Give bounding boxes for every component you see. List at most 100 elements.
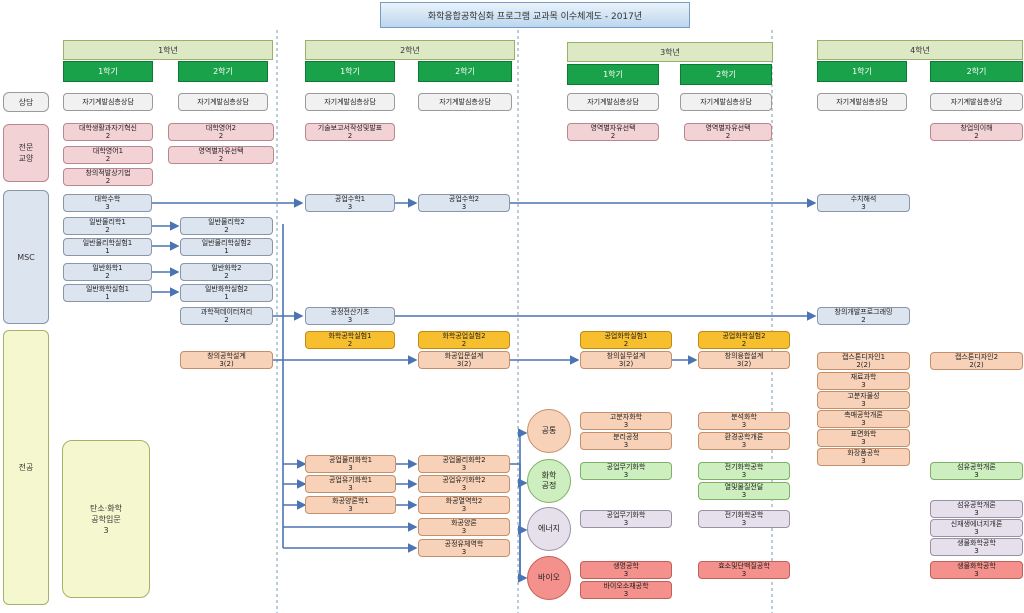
- course-name: 공업유기화학1: [328, 476, 373, 484]
- course-counsel[interactable]: 자기계발심층상담: [305, 93, 395, 111]
- course-credit: 3(2): [219, 360, 234, 368]
- course-credit: 3: [348, 484, 353, 492]
- course-name: 창의적발상기법: [85, 169, 131, 177]
- course-credit: 3: [348, 505, 353, 513]
- track-label: 공통: [541, 426, 557, 435]
- course-name: 전기화학공학: [724, 463, 764, 471]
- course-credit: 3: [103, 525, 109, 535]
- course-name: 신재생에너지개론: [950, 520, 1003, 528]
- track-chemical: 화학 공정: [527, 459, 571, 503]
- category-msc: MSC: [3, 190, 49, 324]
- course-credit: 2: [741, 340, 747, 348]
- course-credit: 3: [861, 400, 866, 408]
- course-name: 자기계발심층상담: [82, 98, 134, 106]
- category-liberal-label: 전문 교양: [18, 143, 34, 163]
- course-credit: 3(2): [456, 360, 472, 368]
- semester-header: 2학기: [418, 61, 512, 82]
- course-credit: 3: [861, 419, 866, 427]
- course-counsel[interactable]: 자기계발심층상담: [567, 93, 659, 111]
- course-counsel[interactable]: 자기계발심층상담: [817, 93, 907, 111]
- course-name: 공업수학2: [448, 195, 480, 203]
- track-label: 에너지: [537, 524, 561, 533]
- course-intro[interactable]: 탄소·화학 공학입문 3: [62, 440, 150, 598]
- track-label: 화학 공정: [541, 471, 557, 490]
- course-counsel[interactable]: 자기계발심층상담: [930, 93, 1023, 111]
- course-name: 과학적데이터처리: [200, 308, 253, 316]
- course-name: 기술보고서작성및발표: [317, 124, 383, 132]
- course-counsel[interactable]: 자기계발심층상담: [680, 93, 772, 111]
- course-counsel[interactable]: 자기계발심층상담: [178, 93, 268, 111]
- course-credit: 2: [347, 132, 353, 140]
- course-counsel[interactable]: 자기계발심층상담: [63, 93, 153, 111]
- course-name: 일반화학실험1: [85, 285, 130, 293]
- course-credit: 2(2): [969, 361, 984, 369]
- year-header: 2학년: [305, 40, 515, 60]
- course-counsel[interactable]: 자기계발심층상담: [418, 93, 512, 111]
